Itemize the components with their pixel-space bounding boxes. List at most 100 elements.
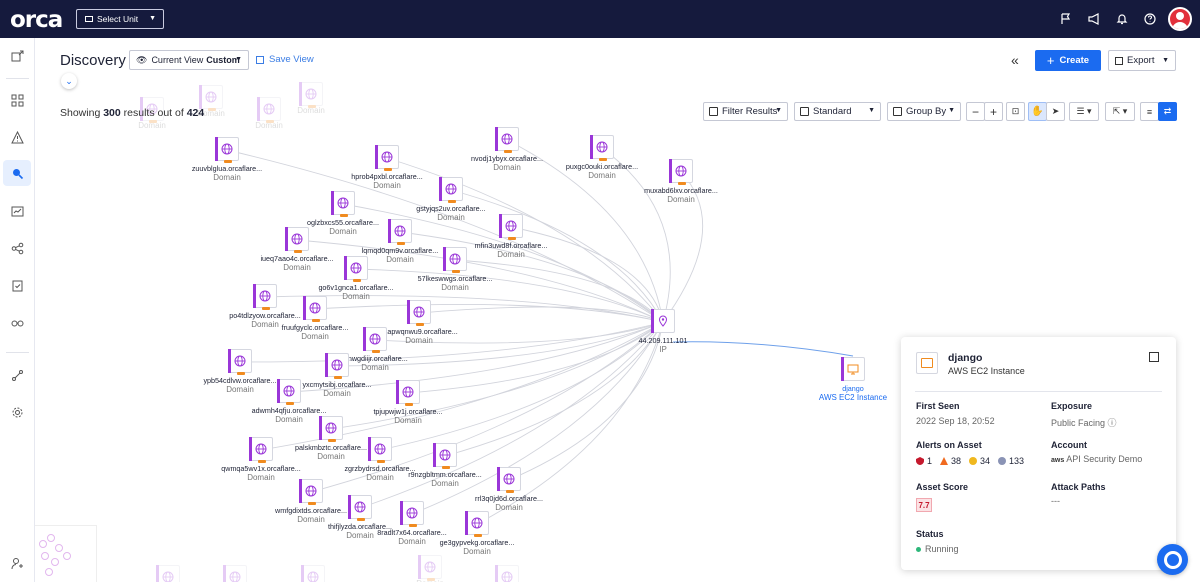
node-name: tpjupwjw1j.orcaflare... — [373, 407, 443, 416]
domain-node-faded[interactable]: Domain — [266, 82, 356, 115]
status-value: Running — [916, 544, 959, 554]
domain-node[interactable]: rrl3q0jd6d.orcaflare...Domain — [464, 467, 554, 512]
domain-node[interactable]: fruufgyclc.orcaflare...Domain — [270, 296, 360, 341]
help-icon[interactable] — [1136, 0, 1164, 38]
graph-view-button[interactable]: ⇄ — [1158, 102, 1177, 121]
domain-node[interactable]: gstyjqs2uv.orcaflare...Domain — [406, 177, 496, 222]
graph-minimap[interactable] — [35, 525, 97, 582]
save-view-button[interactable]: Save View — [256, 54, 314, 65]
domain-node[interactable]: hprob4pxbl.orcaflare...Domain — [342, 145, 432, 190]
expand-query-chevron-icon[interactable]: ⌄ — [61, 73, 77, 89]
domain-node[interactable]: mfin3uwd8f.orcaflare...Domain — [466, 214, 556, 259]
announcement-icon[interactable] — [1080, 0, 1108, 38]
domain-node[interactable]: nvodj1ybyx.orcaflare...Domain — [462, 127, 552, 172]
focus-node-icon[interactable] — [1149, 352, 1159, 362]
domain-node-faded[interactable]: Domain — [224, 97, 314, 130]
domain-node-faded[interactable]: Domain — [385, 555, 475, 582]
alert-low[interactable]: 133 — [998, 456, 1024, 466]
graph-edge — [355, 268, 664, 323]
sidebar-item-discovery[interactable] — [3, 160, 31, 186]
zoom-in-button[interactable]: + — [984, 102, 1003, 121]
orca-logo[interactable]: orca — [10, 7, 63, 33]
domain-node[interactable]: 57lkeswwgs.orcaflare...Domain — [410, 247, 500, 292]
filter-results-select[interactable]: Filter Results ▼ — [703, 102, 788, 121]
domain-node[interactable]: palskmbztc.orcaflare...Domain — [286, 416, 376, 461]
domain-node[interactable]: vfnwgdiijr.orcaflare...Domain — [330, 327, 420, 372]
domain-node[interactable]: zuuvblglua.orcaflare...Domain — [182, 137, 272, 182]
graph-edge — [601, 147, 671, 323]
sidebar-item-inventory[interactable] — [3, 87, 31, 113]
graph-edge — [314, 304, 664, 323]
current-view-select[interactable]: 👁 Current View Custom ▼ — [129, 50, 249, 70]
domain-node-faded[interactable]: Domain — [268, 565, 358, 582]
domain-node-faded[interactable]: Domain — [107, 97, 197, 130]
help-chat-button[interactable] — [1157, 544, 1188, 575]
domain-node[interactable]: po4tdlzyow.orcaflare...Domain — [220, 284, 310, 329]
domain-node-faded[interactable]: Domain — [190, 565, 280, 582]
domain-node[interactable]: muxabd6lxv.orcaflare...Domain — [636, 159, 726, 204]
alert-medium[interactable]: 34 — [969, 456, 990, 466]
domain-node[interactable]: wmfgdixtds.orcaflare...Domain — [266, 479, 356, 524]
info-icon[interactable]: ⓘ — [1107, 418, 1117, 428]
account-label: Account — [1051, 440, 1087, 450]
domain-node[interactable]: puxgc0ouki.orcaflare...Domain — [557, 135, 647, 180]
flag-icon[interactable] — [1052, 0, 1080, 38]
domain-node[interactable]: qwmqa5wv1x.orcaflare...Domain — [216, 437, 306, 482]
layout-select[interactable]: Standard ▼ — [794, 102, 881, 121]
domain-node[interactable]: 8radlt7x64.orcaflare...Domain — [367, 501, 457, 546]
select-mode-button[interactable]: ➤ — [1046, 102, 1065, 121]
domain-node[interactable]: thifjlyzda.orcaflare...Domain — [315, 495, 405, 540]
domain-node-faded[interactable]: Domain — [166, 85, 256, 118]
domain-node[interactable]: oglzbxcs55.orcaflare...Domain — [298, 191, 388, 236]
export-label: Export — [1127, 55, 1155, 66]
group-by-select[interactable]: Group By ▼ — [887, 102, 961, 121]
sidebar-item-automations[interactable] — [3, 362, 31, 388]
domain-node[interactable]: go6v1gnca1.orcaflare...Domain — [311, 256, 401, 301]
unit-select[interactable]: Select Unit ▼ — [76, 9, 164, 29]
sidebar-item-integrations[interactable] — [3, 309, 31, 335]
domain-node[interactable]: lqmqd0qm9v.orcaflare...Domain — [355, 219, 445, 264]
node-name: hprob4pxbl.orcaflare... — [351, 172, 423, 181]
alert-high[interactable]: 38 — [940, 456, 961, 466]
user-avatar[interactable] — [1168, 7, 1192, 31]
domain-node[interactable]: adwmh4qfju.orcaflare...Domain — [244, 379, 334, 424]
domain-node[interactable]: iueq7aao4c.orcaflare...Domain — [252, 227, 342, 272]
fit-view-button[interactable]: ⊡ — [1006, 102, 1025, 121]
alert-critical[interactable]: 1 — [916, 456, 932, 466]
export-button[interactable]: Export ▼ — [1108, 50, 1176, 71]
discovery-graph[interactable]: zuuvblglua.orcaflare...Domain hprob4pxbl.… — [35, 80, 1200, 582]
list-view-button[interactable]: ≡ — [1140, 102, 1159, 121]
alerts-label: Alerts on Asset — [916, 440, 982, 450]
pan-mode-button[interactable]: ✋ — [1028, 102, 1047, 121]
node-name: palskmbztc.orcaflare... — [295, 443, 367, 452]
share-button[interactable]: ⇱ ▾ — [1105, 102, 1135, 121]
sidebar-item-settings[interactable] — [3, 399, 31, 425]
domain-node-faded[interactable]: Domain — [462, 565, 552, 582]
account-value[interactable]: aws API Security Demo — [1051, 454, 1142, 464]
sidebar-item-attack-paths[interactable] — [3, 235, 31, 261]
domain-node[interactable]: ge3gypvekg.orcaflare...Domain — [432, 511, 522, 556]
sidebar-item-alerts[interactable] — [3, 124, 31, 150]
sidebar-item-user[interactable] — [3, 550, 31, 576]
domain-node[interactable]: zgrzbydrsd.orcaflare...Domain — [335, 437, 425, 482]
domain-node[interactable]: r9nzgbltmm.orcaflare...Domain — [400, 443, 490, 488]
settings-sliders-button[interactable]: ☰ ▾ — [1069, 102, 1099, 121]
sidebar-item-compliance[interactable] — [3, 198, 31, 224]
double-chevron-left-icon[interactable]: « — [1011, 52, 1019, 68]
node-type: Domain — [275, 415, 303, 424]
alerts-summary[interactable]: 1 38 34 133 — [916, 456, 1032, 466]
domain-node[interactable]: ypb54cdlvw.orcaflare...Domain — [195, 349, 285, 394]
notification-bell-icon[interactable] — [1108, 0, 1136, 38]
create-button[interactable]: + Create — [1035, 50, 1101, 71]
sidebar-item-tasks[interactable] — [3, 272, 31, 298]
domain-node[interactable]: zzapwqnwu9.orcaflare...Domain — [374, 300, 464, 345]
dashboard-icon — [11, 50, 23, 61]
domain-node[interactable]: tpjupwjw1j.orcaflare...Domain — [363, 380, 453, 425]
domain-node-faded[interactable]: Domain — [123, 565, 213, 582]
sidebar-item-dashboard[interactable] — [3, 43, 31, 69]
zoom-out-button[interactable]: − — [966, 102, 985, 121]
asset-detail-card[interactable]: django AWS EC2 Instance First Seen 2022 … — [901, 337, 1176, 570]
domain-node[interactable]: yxcmytsibj.orcaflare...Domain — [292, 353, 382, 398]
